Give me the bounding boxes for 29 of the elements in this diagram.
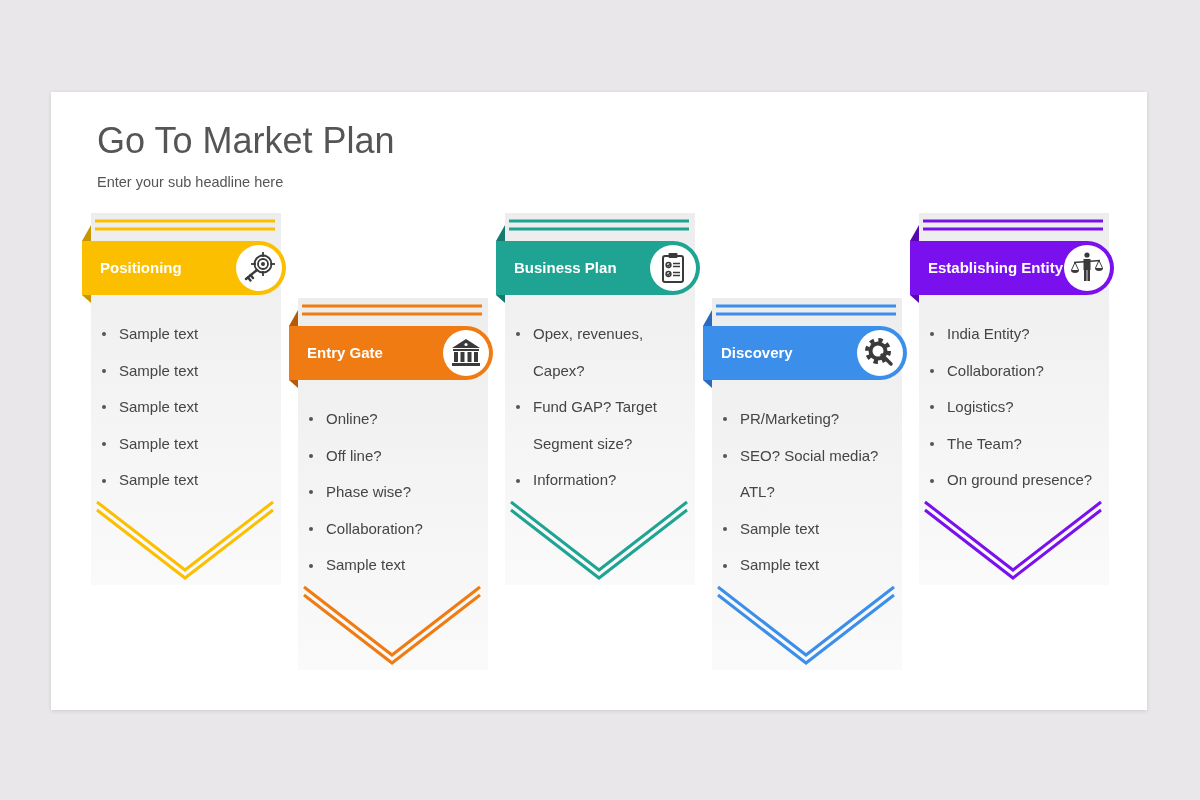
card-heading: Business Plan — [514, 258, 617, 278]
bullet-item: Opex, revenues, Capex? — [516, 316, 688, 390]
bullet-item: Fund GAP? Target Segment size? — [516, 389, 688, 463]
bullet-item: Phase wise? — [309, 474, 412, 511]
bullet-item: Sample text — [102, 352, 199, 390]
bullet-item: Off line? — [309, 437, 382, 475]
bullet-item: SEO? Social media? ATL? — [723, 437, 895, 511]
card-heading: Entry Gate — [307, 343, 383, 363]
bullet-item: Collaboration? — [930, 352, 1044, 390]
bullet-item: Sample text — [723, 510, 820, 548]
bullet-item: On ground presence? — [930, 462, 1093, 499]
card-heading: Discovery — [721, 343, 793, 363]
bullet-item: Information? — [516, 462, 617, 499]
bullet-item: Sample text — [102, 316, 199, 353]
bullet-item: Sample text — [102, 425, 199, 463]
bullet-item: India Entity? — [930, 316, 1030, 353]
bullet-item: Sample text — [102, 462, 199, 499]
card-heading: Positioning — [100, 258, 182, 278]
bullet-item: PR/Marketing? — [723, 401, 840, 438]
bullet-item: Logistics? — [930, 389, 1014, 426]
bullet-item: Sample text — [723, 547, 820, 584]
bullet-item: Sample text — [309, 547, 406, 584]
subtitle: Enter your sub headline here — [97, 173, 284, 191]
slide-title: Go To Market Plan — [97, 119, 395, 163]
bullet-item: Online? — [309, 401, 378, 438]
bullet-item: Sample text — [102, 389, 199, 426]
card-heading: Establishing Entity — [928, 258, 1063, 278]
bullet-item: Collaboration? — [309, 510, 423, 548]
bullet-item: The Team? — [930, 425, 1022, 463]
